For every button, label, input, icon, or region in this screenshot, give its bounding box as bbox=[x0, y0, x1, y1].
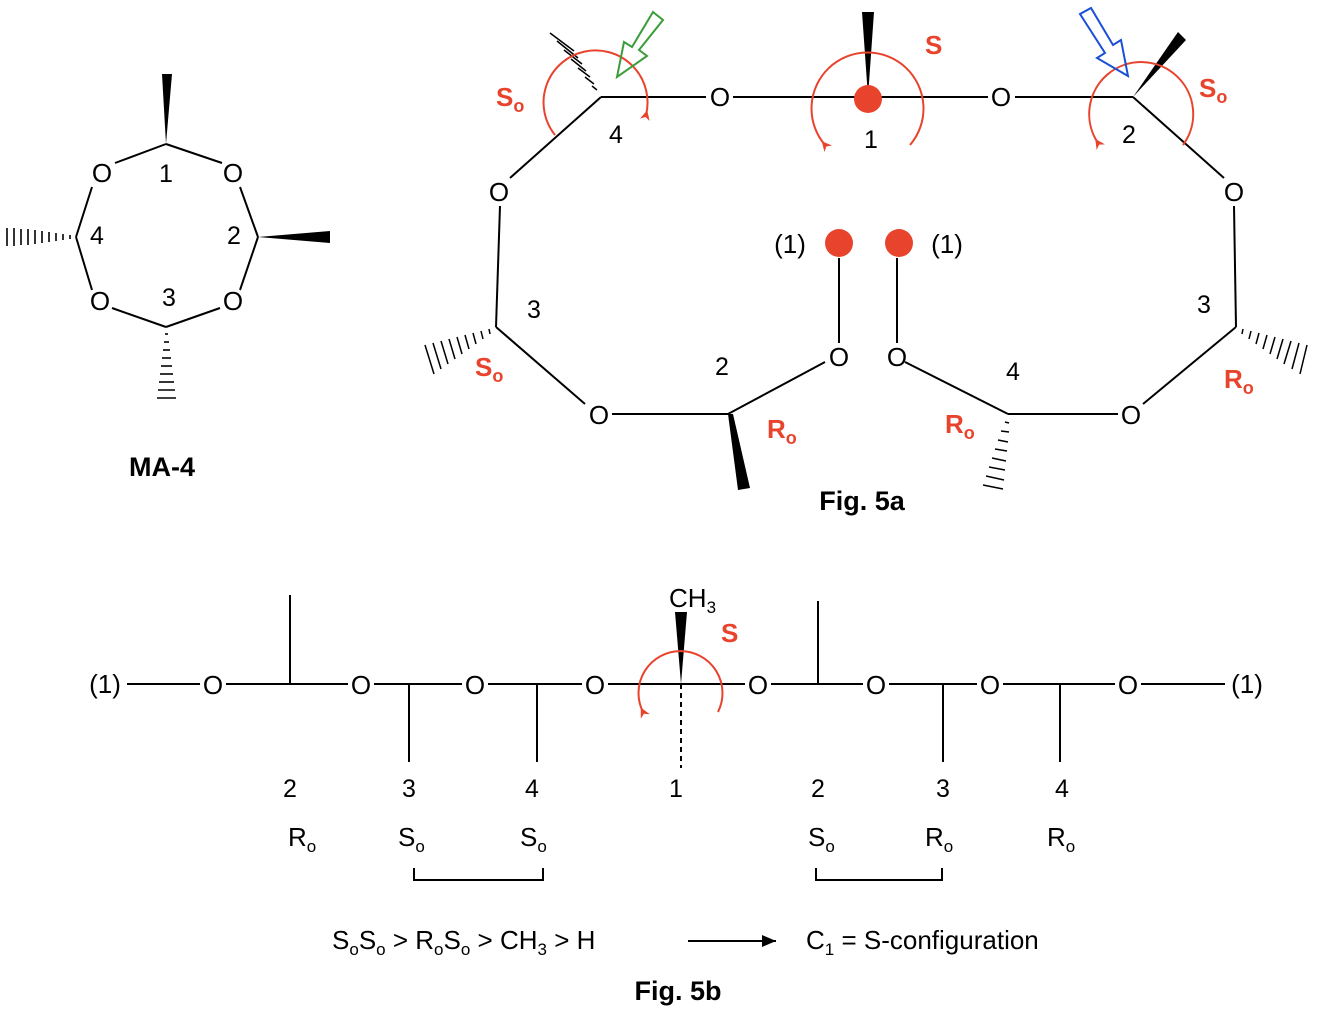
fig5a-descriptor: So bbox=[475, 352, 503, 386]
fig5b-end-label: (1) bbox=[89, 669, 121, 699]
fig5a-position-label: 1 bbox=[864, 126, 878, 154]
fig5b-structure: (1) (1) O O O O O O O O CH3 bbox=[89, 583, 1263, 1006]
ma4-label: MA-4 bbox=[129, 452, 195, 482]
fig5a-ring-end-label: (1) bbox=[931, 229, 963, 259]
ma4-oxygen: O bbox=[92, 158, 112, 188]
fig5b-position-label: 2 bbox=[811, 775, 825, 803]
fig5b-oxygen: O bbox=[748, 670, 768, 700]
fig5b-position-label: 2 bbox=[283, 775, 297, 803]
ma4-oxygen: O bbox=[90, 286, 110, 316]
fig5b-center-config: S bbox=[721, 618, 738, 648]
ma4-c4-hash bbox=[6, 228, 71, 246]
fig5a-oxygen: O bbox=[1224, 177, 1244, 207]
ma4-structure: O O O O 1 2 3 4 MA-4 bbox=[6, 74, 330, 482]
fig5b-descriptor: Ro bbox=[925, 822, 953, 856]
fig5a-center-config: S bbox=[925, 30, 942, 60]
fig5b-position-label: 4 bbox=[525, 775, 539, 803]
fig5a-oxygen: O bbox=[991, 82, 1011, 112]
ma4-c3-hash bbox=[157, 333, 176, 399]
fig5a-c1-rotation-arrow bbox=[810, 51, 925, 153]
fig5a-c1-wedge bbox=[862, 12, 874, 97]
fig5a-descriptor: Ro bbox=[1224, 364, 1254, 398]
fig5b-descriptor: Ro bbox=[288, 822, 316, 856]
fig5a-c2-bottom-wedge bbox=[728, 414, 750, 490]
fig5b-methyl: CH3 bbox=[669, 583, 716, 617]
fig5b-descriptor: So bbox=[520, 822, 547, 856]
fig5b-oxygens bbox=[200, 670, 1141, 698]
fig5b-descriptor: So bbox=[398, 822, 425, 856]
fig5b-oxygen: O bbox=[465, 670, 485, 700]
fig5b-c1-wedge bbox=[675, 612, 687, 684]
ma4-oxygen: O bbox=[223, 158, 243, 188]
fig5a-ring-end-label: (1) bbox=[774, 229, 806, 259]
fig5b-oxygen: O bbox=[980, 670, 1000, 700]
fig5b-oxygen: O bbox=[203, 670, 223, 700]
fig5b-position-label: 1 bbox=[669, 775, 683, 803]
fig5a-descriptor: So bbox=[1199, 73, 1227, 107]
ma4-c1-wedge bbox=[162, 74, 172, 144]
ma4-position-label: 3 bbox=[162, 284, 176, 312]
fig5a-oxygen: O bbox=[829, 342, 849, 372]
fig5a-c3-right-hash bbox=[1241, 328, 1308, 375]
fig5a-descriptor: So bbox=[496, 82, 524, 116]
fig5a-position-label: 2 bbox=[1122, 121, 1136, 149]
fig5b-priority-rule: SoSo > RoSo > CH3 > H bbox=[332, 925, 595, 959]
fig5a-position-label: 3 bbox=[527, 296, 541, 324]
fig5a-c4-hash bbox=[549, 32, 598, 91]
fig5a-c2-rotation-arrow bbox=[1088, 61, 1195, 150]
fig5b-rotation-arrow bbox=[637, 650, 724, 719]
fig5b-oxygen: O bbox=[585, 670, 605, 700]
fig5a-c3-left-hash bbox=[424, 328, 491, 375]
fig5a-ring-end-atom bbox=[885, 229, 913, 257]
fig5b-oxygen: O bbox=[866, 670, 886, 700]
fig5a-oxygen: O bbox=[887, 342, 907, 372]
fig5b-position-label: 3 bbox=[402, 775, 416, 803]
fig5a-oxygen: O bbox=[489, 177, 509, 207]
ma4-position-label: 1 bbox=[159, 160, 173, 188]
ma4-position-label: 2 bbox=[227, 222, 241, 250]
fig5a-blue-arrow bbox=[1078, 6, 1130, 78]
fig5b-oxygen: O bbox=[1118, 670, 1138, 700]
fig5b-bracket bbox=[413, 868, 544, 881]
fig5a-c4-rotation-arrow bbox=[542, 49, 650, 136]
ma4-c2-wedge bbox=[258, 231, 330, 243]
fig5a-position-label: 4 bbox=[609, 121, 623, 149]
ma4-position-label: 4 bbox=[90, 222, 104, 250]
fig5b-conclusion: C1 = S-configuration bbox=[806, 925, 1039, 959]
fig5a-caption: Fig. 5a bbox=[819, 486, 906, 516]
fig5a-position-label: 4 bbox=[1006, 358, 1020, 386]
fig5b-descriptor: So bbox=[808, 822, 835, 856]
fig5a-descriptor: Ro bbox=[767, 414, 797, 448]
fig5a-position-label: 3 bbox=[1197, 291, 1211, 319]
fig5b-descriptor: Ro bbox=[1047, 822, 1075, 856]
ma4-oxygen: O bbox=[223, 286, 243, 316]
fig5a-center-atom bbox=[854, 85, 882, 113]
fig5b-bracket bbox=[815, 868, 943, 881]
fig5a-oxygen: O bbox=[1121, 400, 1141, 430]
fig5b-position-label: 3 bbox=[936, 775, 950, 803]
fig5b-position-label: 4 bbox=[1055, 775, 1069, 803]
fig5a-structure: O O O O O O O O (1) (1) 4 1 2 3 2 4 3 S … bbox=[424, 6, 1308, 516]
fig5a-oxygen: O bbox=[710, 82, 730, 112]
fig5b-end-label: (1) bbox=[1231, 669, 1263, 699]
fig5b-oxygen: O bbox=[351, 670, 371, 700]
fig5b-caption: Fig. 5b bbox=[635, 976, 722, 1006]
fig5a-position-label: 2 bbox=[715, 353, 729, 381]
fig5a-green-arrow bbox=[615, 10, 665, 80]
fig5a-oxygen: O bbox=[589, 400, 609, 430]
fig5a-c4-bottom-hash bbox=[982, 421, 1010, 490]
fig5a-ring-end-atom bbox=[825, 229, 853, 257]
fig5a-descriptor: Ro bbox=[945, 409, 975, 443]
